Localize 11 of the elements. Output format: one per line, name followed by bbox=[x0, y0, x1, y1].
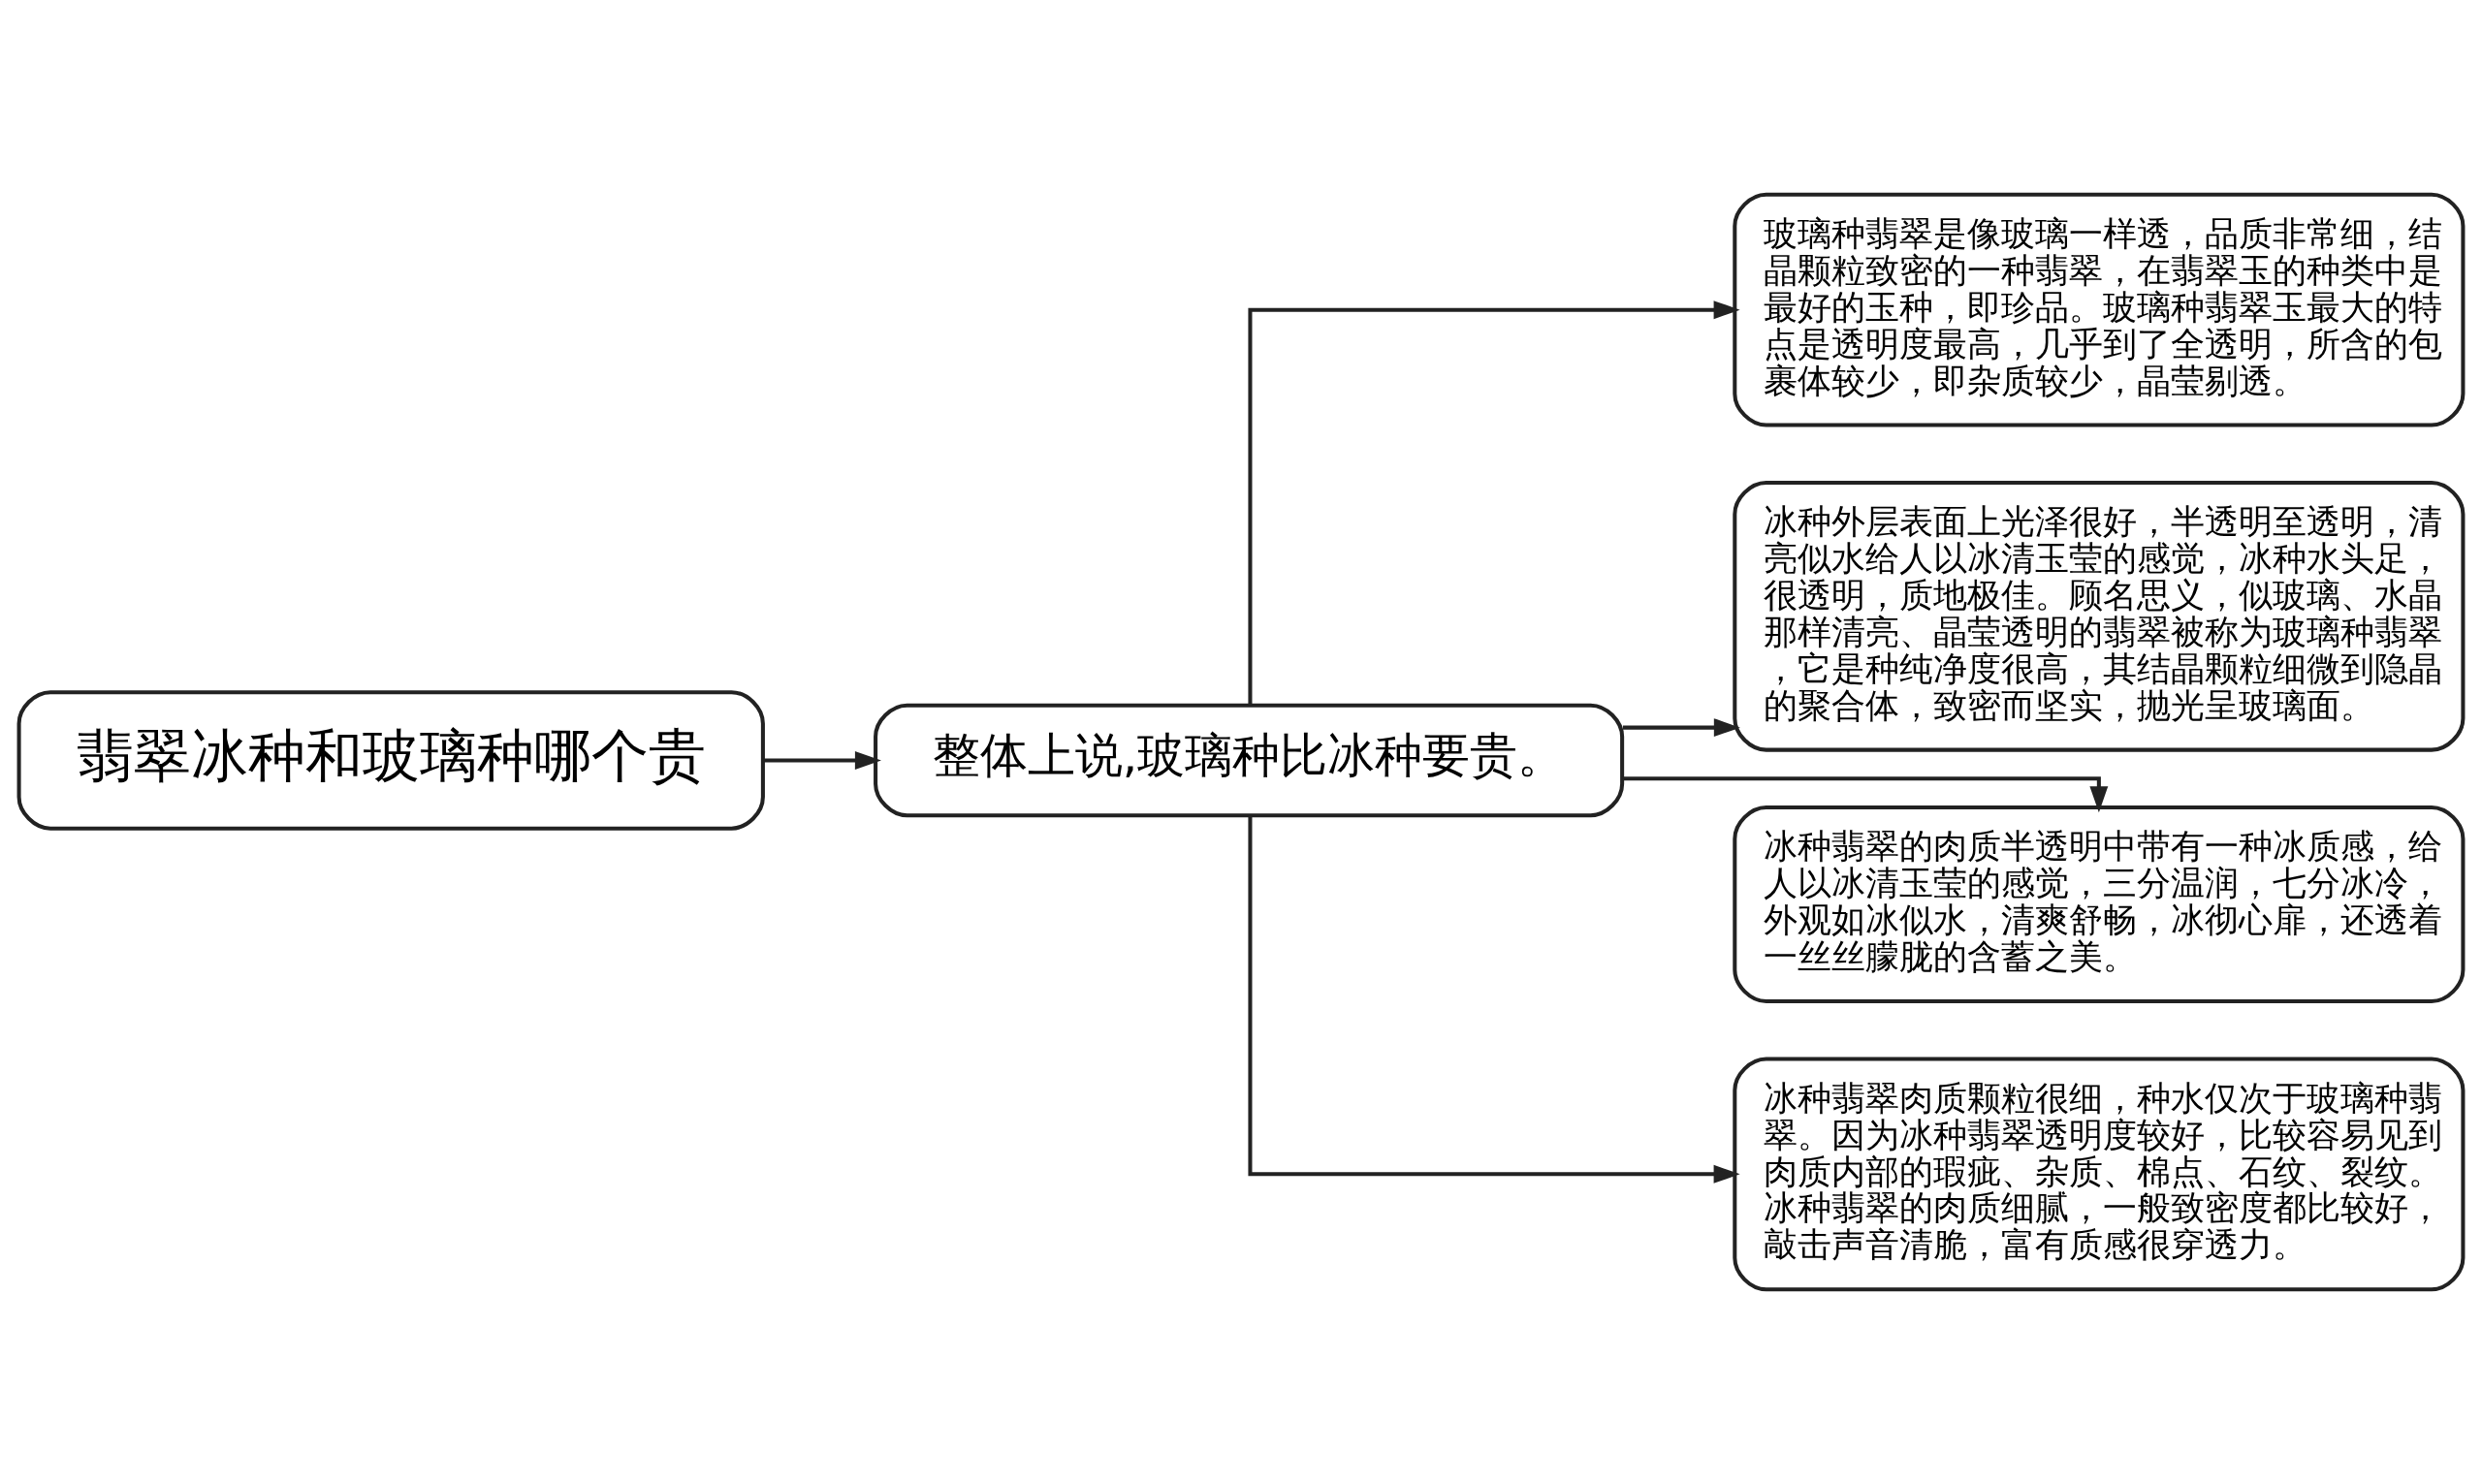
arrow bbox=[1248, 300, 1740, 706]
arrow bbox=[1622, 776, 2109, 813]
node-box: 冰种翡翠肉质颗粒很细，种水仅次于玻璃种翡翠。因为冰种翡翠透明度较好，比较容易见到肉质内部的瑕疵、杂质、棉点、石纹、裂纹。冰种翡翠的肉质细腻，一般致密度都比较好，敲击声音清脆，富有质感很穿透力。 bbox=[1733, 1057, 2466, 1292]
node-box: 整体上说,玻璃种比冰种要贵。 bbox=[874, 703, 1625, 818]
arrow bbox=[1248, 816, 1740, 1184]
arrow bbox=[763, 750, 881, 770]
node-box: 冰种翡翠的肉质半透明中带有一种冰质感，给人以冰清玉莹的感觉，三分温润，七分冰冷，外观如冰似水，清爽舒畅，冰彻心扉，还透着一丝丝朦胧的含蓄之美。 bbox=[1733, 805, 2466, 1003]
node-box: 翡翠冰种和玻璃种哪个贵 bbox=[16, 690, 765, 831]
node-box: 玻璃种翡翠是像玻璃一样透，品质非常细，结晶颗粒致密的一种翡翠，在翡翠玉的种类中是最好的玉种，即珍品。玻璃种翡翠玉最大的特点是透明度最高，几乎到了全透明，所含的包裹体较少，即杂质较少，晶莹剔透。 bbox=[1733, 192, 2466, 427]
node-box: 冰种外层表面上光泽很好，半透明至透明，清亮似水给人以冰清玉莹的感觉，冰种水头足，很透明，质地极佳。顾名思义，似玻璃、水晶那样清亮、晶莹透明的翡翠被称为玻璃种翡翠，它是种纯净度很高，其结晶颗粒细微到隐晶的聚合体，致密而坚实，抛光呈玻璃面。 bbox=[1733, 481, 2466, 752]
arrow bbox=[1622, 718, 1740, 738]
